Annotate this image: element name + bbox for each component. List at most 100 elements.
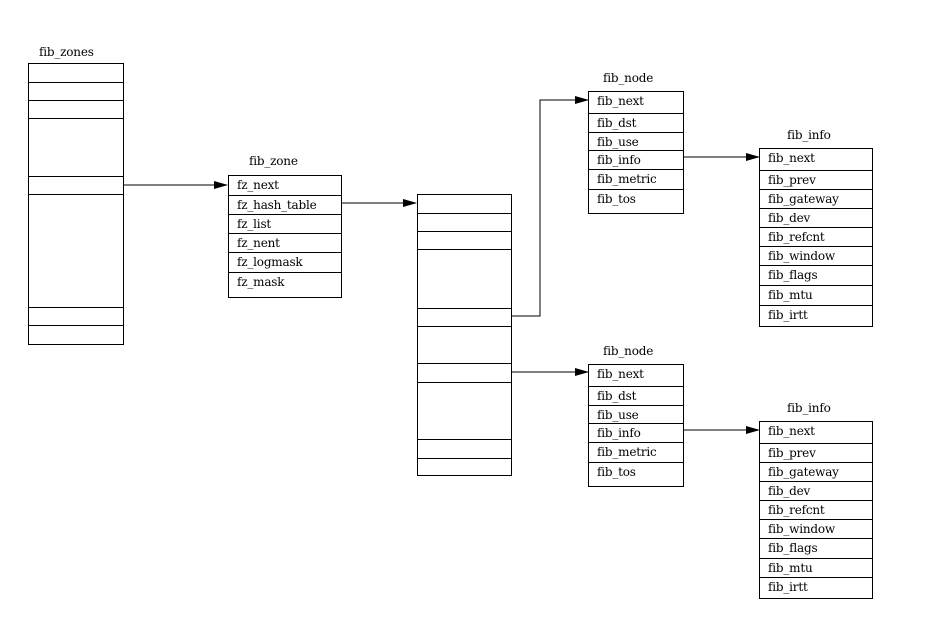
- hash-table-divider: [418, 363, 511, 364]
- field-label: fz_list: [237, 217, 272, 231]
- field-label: fib_gateway: [768, 465, 839, 479]
- fib-zone-field: fz_nent: [229, 233, 341, 252]
- field-label: fz_nent: [237, 236, 280, 250]
- fib-info-field: fib_window: [760, 519, 872, 538]
- fib-node-field: fib_next: [589, 92, 683, 111]
- field-label: fib_tos: [597, 465, 636, 479]
- fib-info-field: fib_irtt: [760, 305, 872, 324]
- field-label: fib_flags: [768, 268, 818, 282]
- fib-node-field: fib_dst: [589, 113, 683, 132]
- field-label: fib_use: [597, 135, 639, 149]
- field-label: fz_hash_table: [237, 198, 317, 212]
- field-label: fib_window: [768, 249, 835, 263]
- hash-table-divider: [418, 249, 511, 250]
- fib-info-field: fib_next: [760, 422, 872, 441]
- fib-node-field: fib_info: [589, 150, 683, 169]
- field-label: fib_gateway: [768, 192, 839, 206]
- field-label: fib_refcnt: [768, 230, 825, 244]
- fib-info-field: fib_prev: [760, 170, 872, 189]
- field-label: fib_use: [597, 408, 639, 422]
- fib-zones-divider: [29, 307, 123, 308]
- fib-node-field: fib_use: [589, 132, 683, 151]
- fib-zones-divider: [29, 325, 123, 326]
- field-label: fib_mtu: [768, 288, 813, 302]
- field-label: fz_logmask: [237, 255, 303, 269]
- hash-table-divider: [418, 382, 511, 383]
- field-label: fib_refcnt: [768, 503, 825, 517]
- field-label: fib_next: [597, 367, 644, 381]
- fib-info-field: fib_dev: [760, 208, 872, 227]
- hash-table-divider: [418, 213, 511, 214]
- fib-zone-field: fz_mask: [229, 272, 341, 291]
- fib-info-field: fib_flags: [760, 538, 872, 557]
- fib-info-field: fib_gateway: [760, 462, 872, 481]
- fib-zone-title: fib_zone: [249, 154, 298, 168]
- field-label: fib_tos: [597, 192, 636, 206]
- field-label: fib_info: [597, 426, 641, 440]
- fib-zones-array: [28, 63, 124, 345]
- fib-info-field: fib_gateway: [760, 189, 872, 208]
- fib-info-field: fib_irtt: [760, 577, 872, 596]
- field-label: fib_irtt: [768, 580, 808, 594]
- field-label: fib_window: [768, 522, 835, 536]
- hash-table-array: [417, 194, 512, 476]
- hash-table-divider: [418, 326, 511, 327]
- arrow-bucket-to-node-top: [511, 96, 589, 317]
- field-label: fib_next: [597, 94, 644, 108]
- field-label: fib_dst: [597, 116, 637, 130]
- fib-zone-struct: fz_next fz_hash_table fz_list fz_nent fz…: [228, 175, 342, 298]
- fib-zones-divider: [29, 176, 123, 177]
- fib-zone-field: fz_logmask: [229, 252, 341, 271]
- fib-node-field: fib_dst: [589, 386, 683, 405]
- fib-node-field: fib_metric: [589, 169, 683, 188]
- field-label: fib_prev: [768, 173, 816, 187]
- fib-zones-divider: [29, 118, 123, 119]
- fib-info-field: fib_flags: [760, 265, 872, 284]
- fib-node-field: fib_tos: [589, 189, 683, 208]
- fib-zones-divider: [29, 100, 123, 101]
- fib-info-field: fib_next: [760, 149, 872, 168]
- field-label: fib_dst: [597, 389, 637, 403]
- field-label: fib_metric: [597, 172, 657, 186]
- fib-info-top-title: fib_info: [787, 128, 831, 142]
- hash-table-divider: [418, 231, 511, 232]
- field-label: fib_next: [768, 424, 815, 438]
- fib-node-field: fib_use: [589, 405, 683, 424]
- field-label: fz_next: [237, 178, 279, 192]
- fib-zone-field: fz_hash_table: [229, 195, 341, 214]
- fib-node-field: fib_info: [589, 423, 683, 442]
- field-label: fib_dev: [768, 484, 811, 498]
- fib-info-top-struct: fib_next fib_prev fib_gateway fib_dev fi…: [759, 148, 873, 327]
- field-label: fib_dev: [768, 211, 811, 225]
- fib-zones-divider: [29, 194, 123, 195]
- field-label: fib_info: [597, 153, 641, 167]
- field-label: fib_next: [768, 151, 815, 165]
- fib-info-field: fib_prev: [760, 443, 872, 462]
- field-label: fz_mask: [237, 275, 285, 289]
- fib-info-field: fib_window: [760, 246, 872, 265]
- fib-node-field: fib_next: [589, 365, 683, 384]
- fib-node-top-title: fib_node: [603, 71, 654, 85]
- fib-info-field: fib_refcnt: [760, 227, 872, 246]
- fib-info-field: fib_dev: [760, 481, 872, 500]
- field-label: fib_prev: [768, 446, 816, 460]
- hash-table-divider: [418, 308, 511, 309]
- field-label: fib_mtu: [768, 561, 813, 575]
- hash-table-divider: [418, 439, 511, 440]
- fib-node-bottom-title: fib_node: [603, 344, 654, 358]
- fib-zone-field: fz_list: [229, 214, 341, 233]
- fib-node-field: fib_metric: [589, 442, 683, 461]
- field-label: fib_flags: [768, 541, 818, 555]
- fib-info-field: fib_refcnt: [760, 500, 872, 519]
- fib-node-top-struct: fib_next fib_dst fib_use fib_info fib_me…: [588, 91, 684, 214]
- fib-info-bottom-title: fib_info: [787, 401, 831, 415]
- fib-zones-divider: [29, 82, 123, 83]
- field-label: fib_irtt: [768, 308, 808, 322]
- fib-node-bottom-struct: fib_next fib_dst fib_use fib_info fib_me…: [588, 364, 684, 487]
- fib-zone-field: fz_next: [229, 176, 341, 195]
- field-label: fib_metric: [597, 445, 657, 459]
- fib-info-bottom-struct: fib_next fib_prev fib_gateway fib_dev fi…: [759, 421, 873, 599]
- fib-node-field: fib_tos: [589, 462, 683, 481]
